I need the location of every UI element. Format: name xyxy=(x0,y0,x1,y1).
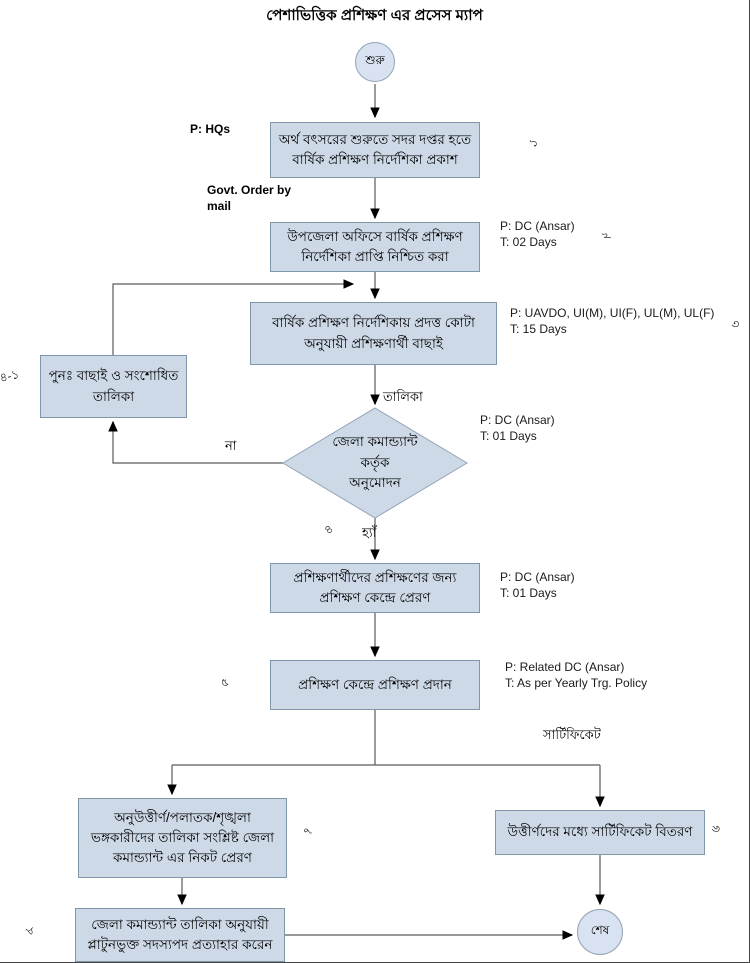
annotation-step4-t: T: 01 Days xyxy=(500,585,557,600)
process-revise-list: পুনঃ বাছাই ও সংশোধিত তালিকা xyxy=(40,355,187,418)
annotation-step2-p: P: DC (Ansar) xyxy=(500,219,575,233)
end-label: শেষ xyxy=(590,923,610,937)
process-step3-select-trainees: বার্ষিক প্রশিক্ষণ নির্দেশিকায় প্রদত্ত ক… xyxy=(250,302,497,365)
process-step5-provide-training: প্রশিক্ষণ কেন্দ্রে প্রশিক্ষণ প্রদান xyxy=(270,660,480,710)
annotation-step3-t: T: 15 Days xyxy=(510,321,567,336)
edge-label-no: না xyxy=(225,438,237,453)
step-number-4-1: ৪-১ xyxy=(0,367,21,385)
decision-line1: জেলা কমান্ড্যান্ট xyxy=(332,433,418,449)
decision-line2: কর্তৃক xyxy=(360,454,390,470)
annotation-decision-p: P: DC (Ansar) xyxy=(480,413,555,427)
process-step7-failed-list: অনুউত্তীর্ণ/পলাতক/শৃঙ্খলা ভঙ্গকারীদের তা… xyxy=(78,798,287,878)
annotation-step4-p: P: DC (Ansar) xyxy=(500,570,575,584)
annotation-hqs: P: HQs xyxy=(190,122,231,136)
arrow-revise-feedback xyxy=(112,279,355,355)
start-label: শুরু xyxy=(365,53,385,67)
edge-label-yes: হ্যাঁ xyxy=(362,525,377,540)
end-node: শেষ xyxy=(577,909,623,955)
annotation-decision: P: DC (Ansar) T: 01 Days xyxy=(480,413,555,444)
process-step1-publish-directive: অর্থ বৎসরের শুরুতে সদর দপ্তর হতে বার্ষিক… xyxy=(270,122,480,178)
annotation-step2: P: DC (Ansar) T: 02 Days xyxy=(500,219,575,250)
annotation-decision-t: T: 01 Days xyxy=(480,428,537,443)
annotation-govt-order-line1: Govt. Order by xyxy=(207,183,292,197)
decision-approval: জেলা কমান্ড্যান্ট কর্তৃক অনুমোদন xyxy=(295,420,455,506)
annotation-govt-order-line2: mail xyxy=(207,198,232,213)
decision-line3: অনুমোদন xyxy=(349,475,401,491)
annotation-step2-t: T: 02 Days xyxy=(500,234,557,249)
edge-label-list: তালিকা xyxy=(383,389,423,404)
edge-label-certificate: সার্টিফিকেট xyxy=(543,727,601,742)
decision-diamond-shape xyxy=(282,407,468,519)
annotation-step3-p: P: UAVDO, UI(M), UI(F), UL(M), UL(F) xyxy=(510,306,715,320)
annotation-step5-p: P: Related DC (Ansar) xyxy=(505,660,625,674)
start-node: শুরু xyxy=(355,42,395,82)
annotation-step5: P: Related DC (Ansar) T: As per Yearly T… xyxy=(505,660,647,691)
annotation-step5-t: T: As per Yearly Trg. Policy xyxy=(505,675,648,690)
annotation-govt-order: Govt. Order by mail xyxy=(207,183,291,214)
process-step4-send-to-center: প্রশিক্ষণার্থীদের প্রশিক্ষণের জন্য প্রশি… xyxy=(270,563,480,613)
process-step8-withdraw-membership: জেলা কমান্ড্যান্ট তালিকা অনুযায়ী প্লাটু… xyxy=(75,908,285,962)
process-step6-distribute-certificates: উত্তীর্ণদের মধ্যে সার্টিফিকেট বিতরণ xyxy=(495,810,705,855)
page-title: পেশাভিত্তিক প্রশিক্ষণ এর প্রসেস ম্যাপ xyxy=(266,7,483,24)
arrow-decision-no xyxy=(108,420,283,464)
annotation-step3: P: UAVDO, UI(M), UI(F), UL(M), UL(F) T: … xyxy=(510,306,714,337)
process-step2-confirm-receipt: উপজেলা অফিসে বার্ষিক প্রশিক্ষণ নির্দেশিক… xyxy=(270,222,480,272)
annotation-step4: P: DC (Ansar) T: 01 Days xyxy=(500,570,575,601)
